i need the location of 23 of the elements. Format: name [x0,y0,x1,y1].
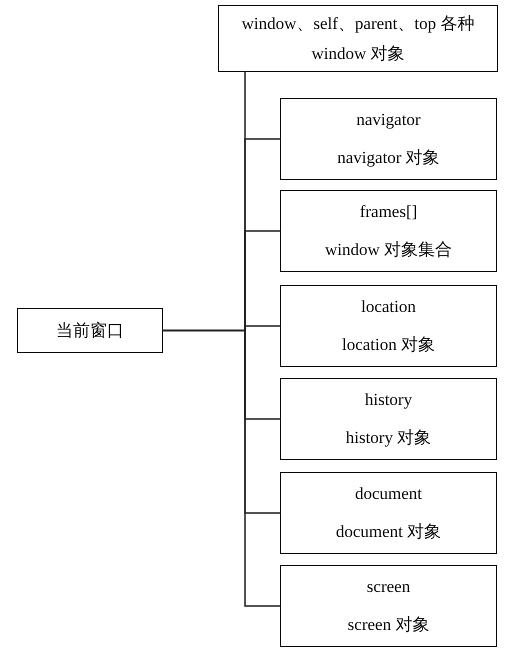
text-box [280,472,497,554]
text-box [218,5,498,72]
text-box [280,98,497,180]
node-title: frames[] [360,201,418,224]
node-title: navigator [356,109,421,132]
text-box [17,308,163,353]
node-text: document 对象 [336,521,442,544]
text-box [280,378,497,460]
node-text: window 对象集合 [324,239,452,262]
node-title: location [361,296,416,318]
node-text: history 对象 [346,427,432,450]
node-title: screen [366,576,410,598]
node-text: screen 对象 [348,614,430,636]
node-text: window、self、parent、top 各种 window 对象 [240,12,476,64]
node-text: navigator 对象 [337,147,440,170]
node-title: history [364,389,412,412]
text-box [280,190,497,272]
text-box [280,285,497,367]
node-title: document [354,483,422,506]
node-text: location 对象 [342,334,435,356]
node-text: 当前窗口 [56,320,124,342]
connector-line [163,330,280,607]
text-box [280,565,497,647]
